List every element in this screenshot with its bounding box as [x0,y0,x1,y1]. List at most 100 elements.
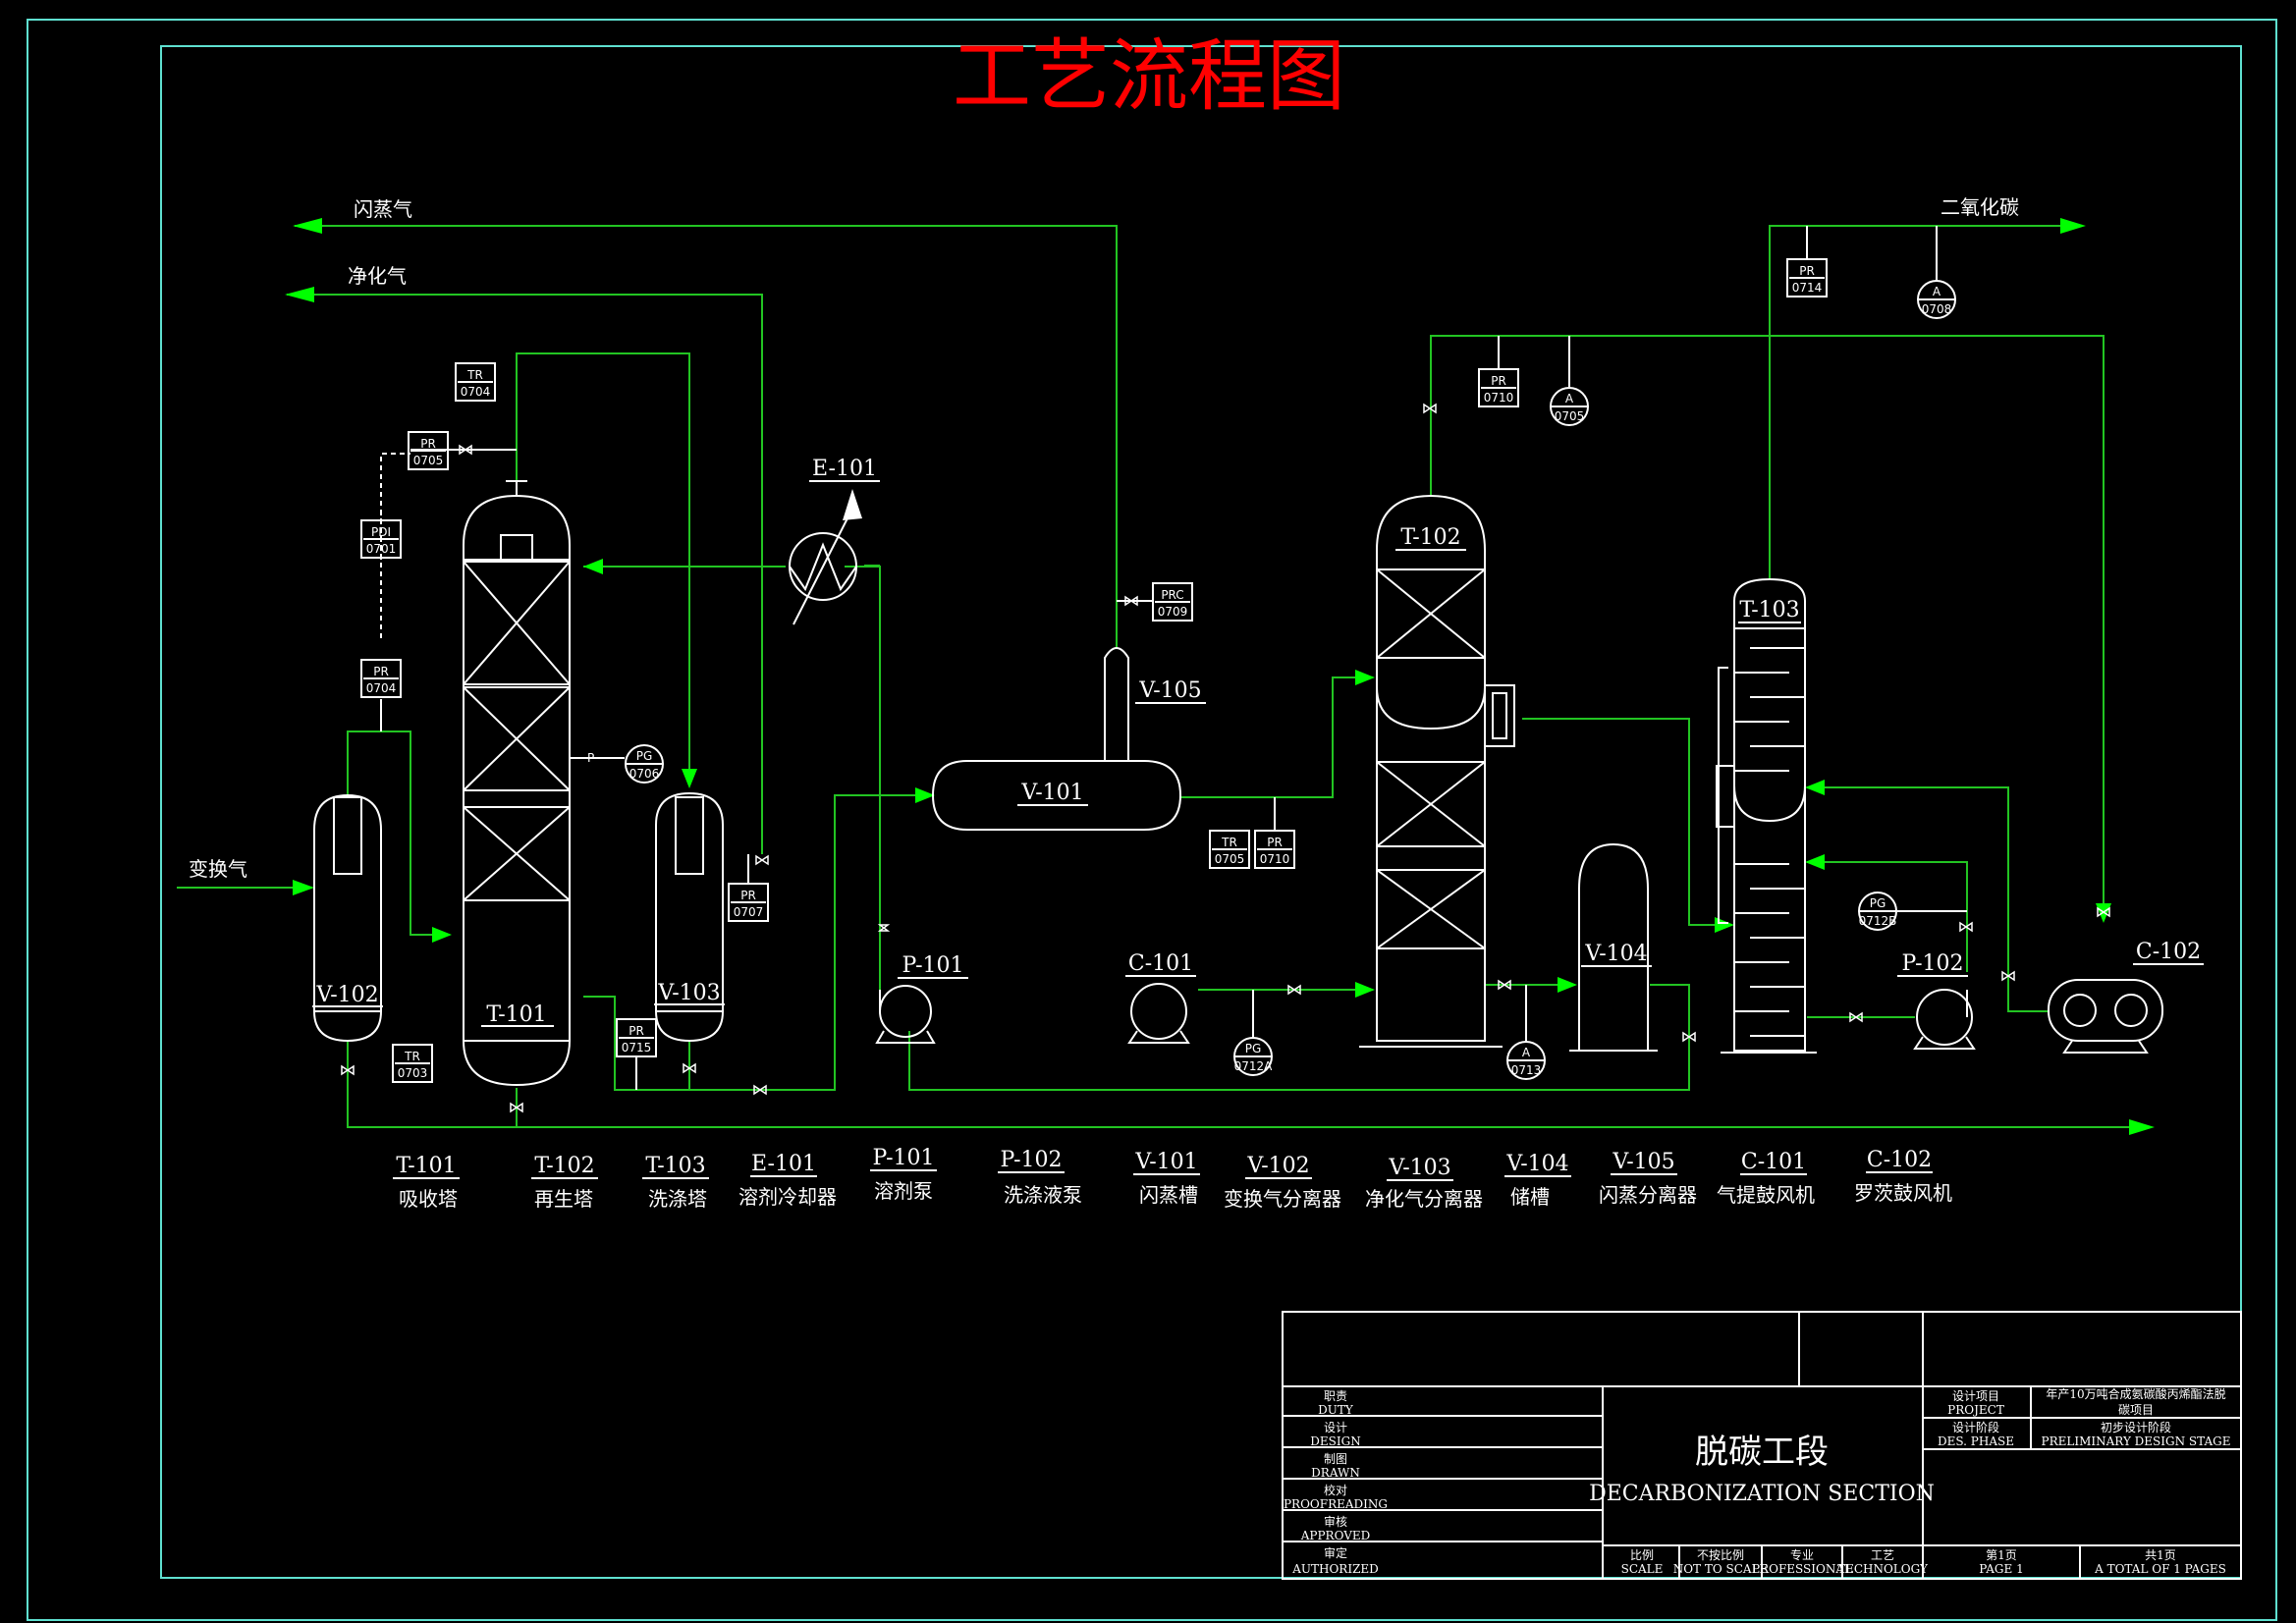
svg-text:第1页: 第1页 [1986,1548,2017,1562]
vessel-v104 [1569,842,1658,1052]
legend-item: V-104 储槽 [1504,1152,1571,1209]
legend-item: V-103 净化气分离器 [1365,1156,1483,1211]
blower-c102 [2048,979,2163,1054]
instrument-tr0705: TR 0705 [1209,830,1250,869]
svg-text:吸收塔: 吸收塔 [399,1187,458,1211]
svg-text:校对: 校对 [1324,1483,1347,1497]
svg-text:0701: 0701 [366,542,397,556]
instrument-a0713: A 0713 [1506,985,1546,1080]
instrument-pr0710-lower: PR 0710 [1254,797,1295,869]
svg-text:E-101: E-101 [751,1152,816,1176]
svg-text:PR: PR [629,1024,644,1038]
svg-text:0705: 0705 [1555,409,1585,423]
svg-text:V-105: V-105 [1138,678,1201,703]
svg-text:PROOFREADING: PROOFREADING [1284,1497,1388,1511]
svg-text:V-101: V-101 [1134,1150,1197,1174]
svg-text:T-103: T-103 [645,1154,705,1178]
piping [177,218,2155,1135]
legend-item: T-103 洗涤塔 [642,1154,709,1211]
svg-text:P: P [587,751,594,765]
svg-text:初步设计阶段: 初步设计阶段 [2101,1420,2171,1434]
valves [341,403,2110,1113]
svg-text:碳项目: 碳项目 [2118,1403,2154,1417]
svg-text:C-102: C-102 [1867,1148,1932,1172]
svg-text:V-102: V-102 [315,983,378,1007]
pump-p101 [875,985,936,1044]
legend-item: P-101 溶剂泵 [870,1146,937,1203]
legend-item: V-102 变换气分离器 [1224,1154,1341,1211]
svg-text:PR: PR [420,437,436,451]
svg-text:0708: 0708 [1922,302,1952,316]
instrument-pg0712a: PG 0712A [1233,990,1273,1076]
svg-text:0710: 0710 [1260,852,1290,866]
svg-text:V-104: V-104 [1584,942,1647,966]
svg-text:制图: 制图 [1324,1452,1347,1466]
svg-text:闪蒸分离器: 闪蒸分离器 [1599,1183,1697,1207]
svg-text:T-102: T-102 [534,1154,594,1178]
svg-text:DECARBONIZATION SECTION: DECARBONIZATION SECTION [1589,1482,1935,1506]
svg-text:DRAWN: DRAWN [1311,1466,1360,1480]
stream-label-flash-gas: 闪蒸气 [354,197,412,221]
legend-item: V-105 闪蒸分离器 [1599,1150,1697,1207]
svg-text:专业: 专业 [1790,1547,1814,1562]
instrument-prc0709: PRC 0709 [1117,582,1193,622]
svg-text:PG: PG [1245,1042,1262,1055]
column-t101 [463,480,584,1087]
svg-text:变换气分离器: 变换气分离器 [1224,1187,1341,1211]
instruments: TR 0704 PR 0705 PDI 0701 PR 0704 P [360,226,1967,1090]
title-block: 职责 DUTY 设计 DESIGN 制图 DRAWN 校对 PROOFREADI… [1282,1311,2242,1580]
svg-text:V-101: V-101 [1020,781,1083,805]
svg-text:TECHNOLOGY: TECHNOLOGY [1837,1562,1929,1576]
svg-text:PAGE 1: PAGE 1 [1979,1562,2023,1576]
svg-text:E-101: E-101 [812,457,877,481]
svg-text:V-103: V-103 [657,981,720,1005]
vessel-v101 [931,647,1182,831]
svg-text:C-102: C-102 [2136,940,2201,964]
svg-text:A: A [1933,285,1941,298]
svg-text:TR: TR [1221,836,1237,849]
legend-item: T-101 吸收塔 [393,1154,460,1211]
svg-text:TR: TR [404,1050,420,1063]
svg-text:P-102: P-102 [1901,951,1963,976]
svg-text:PRC: PRC [1161,588,1183,602]
stream-label-purified-gas: 净化气 [348,264,407,288]
svg-text:职责: 职责 [1324,1389,1347,1403]
svg-text:设计项目: 设计项目 [1952,1389,1999,1403]
svg-text:PR: PR [373,665,389,678]
svg-text:比例: 比例 [1630,1548,1654,1562]
svg-text:PR: PR [1799,264,1815,278]
svg-text:P-101: P-101 [872,1146,934,1170]
stream-label-co2: 二氧化碳 [1941,195,2019,219]
svg-text:0712B: 0712B [1859,914,1897,928]
instrument-pr0714: PR 0714 [1786,226,1828,298]
legend-item: E-101 溶剂冷却器 [738,1152,837,1209]
instrument-pr0705: PR 0705 [408,431,449,470]
svg-text:储槽: 储槽 [1510,1185,1550,1209]
svg-text:0707: 0707 [734,905,764,919]
svg-text:0704: 0704 [461,385,491,399]
instrument-pr0715: PR 0715 [616,1018,657,1090]
instrument-pg0712b: PG 0712B [1858,892,1967,931]
svg-text:C-101: C-101 [1128,951,1193,976]
svg-text:净化气分离器: 净化气分离器 [1365,1187,1483,1211]
svg-text:审核: 审核 [1324,1514,1347,1529]
legend-item: V-101 闪蒸槽 [1133,1150,1200,1207]
svg-text:0705: 0705 [413,454,444,467]
svg-text:审定: 审定 [1324,1545,1347,1560]
equipment-tags: T-101 V-102 V-103 E-101 V-101 V-105 P-10… [312,457,2204,1027]
outer-frame [27,19,2277,1621]
svg-text:AUTHORIZED: AUTHORIZED [1291,1562,1379,1576]
svg-text:T-103: T-103 [1739,598,1799,622]
svg-text:V-102: V-102 [1246,1154,1309,1178]
legend-item: T-102 再生塔 [531,1154,598,1211]
svg-text:V-104: V-104 [1505,1152,1568,1176]
svg-text:T-102: T-102 [1400,525,1460,550]
svg-text:不按比例: 不按比例 [1697,1548,1744,1562]
stream-label-shift-gas: 变换气 [189,857,247,881]
svg-text:年产10万吨合成氨碳酸丙烯酯法脱: 年产10万吨合成氨碳酸丙烯酯法脱 [2046,1386,2225,1401]
column-t103 [1716,577,1817,1054]
legend-item: P-102 洗涤液泵 [998,1148,1082,1207]
svg-text:0710: 0710 [1484,391,1514,405]
svg-text:PG: PG [1870,896,1886,910]
vessel-v103 [655,791,724,1043]
